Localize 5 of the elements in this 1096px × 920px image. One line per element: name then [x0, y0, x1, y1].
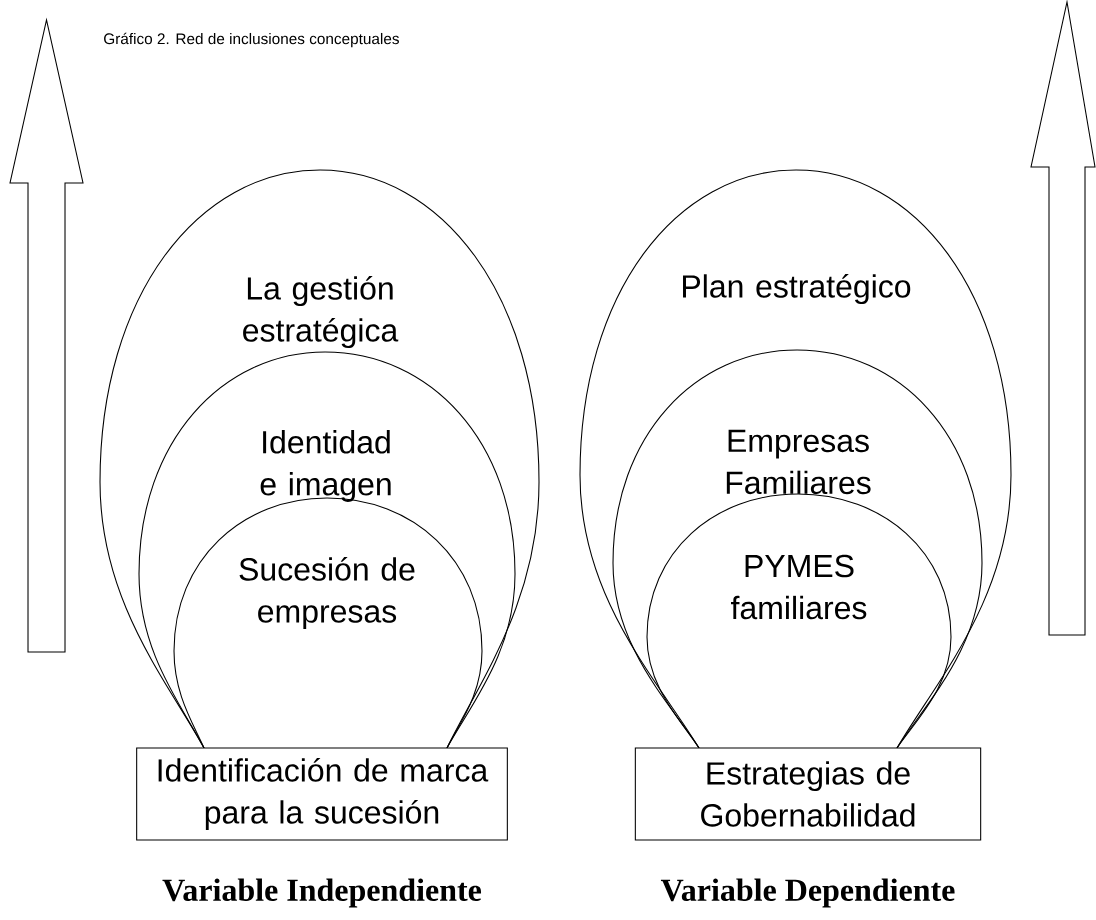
variable-label: Variable Independiente [162, 878, 482, 908]
text-box: Estrategias de Gobernabilidad [634, 747, 982, 841]
chart-title: Gráfico 2. Red de inclusiones conceptuales [104, 32, 399, 48]
variable-label: Variable Dependiente [660, 878, 955, 908]
text-box: Identificación de marca para la sucesión [136, 747, 508, 841]
